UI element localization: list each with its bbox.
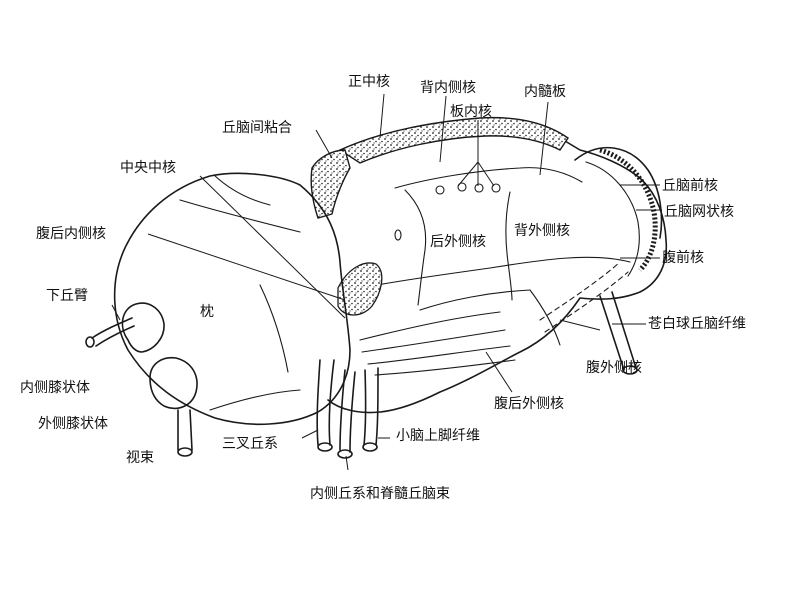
label-fuwaice: 腹外侧核 [586,359,642,376]
label-shishu: 视束 [126,450,154,466]
label-zhen: 枕 [200,304,214,320]
dashed-fiber-1 [539,261,621,321]
small-nucleus-oval [394,229,402,241]
central-stipple-blob [337,262,383,316]
anterior-nucleus [574,146,663,239]
tract-end-2 [337,449,353,459]
brachium-end [85,336,95,348]
pulvinar-outline [113,172,351,425]
fiber-tract-mid-2 [349,371,356,453]
intralaminar-circle-1 [435,185,445,195]
pulvinar-inner-line-1 [179,199,301,233]
interthalamic-adhesion [310,149,351,219]
pulvinar-inner-line-4 [213,174,271,206]
label-sanchaqiu: 三叉丘系 [222,436,278,452]
pulvinar-inner-line-3 [209,389,301,411]
lateral-geniculate-outline [149,356,198,410]
medial-geniculate-outline [121,302,165,353]
label-qiunaoqian: 丘脑前核 [662,177,718,194]
fiber-tract-mid-1 [339,369,346,451]
optic-tract [177,409,193,451]
radiating-fiber-2 [361,329,506,353]
optic-tract-end [177,447,193,457]
lateral-posterior-boundary [505,191,513,301]
inferior-brachium [91,317,135,347]
tract-end-1 [317,442,333,452]
label-cangbaiqiu: 苍白球丘脑纤维 [648,316,746,332]
reticular-nucleus [599,147,658,272]
pulvinar-inner-line-2 [259,284,289,373]
label-fuhouwai: 腹后外侧核 [494,395,564,412]
label-houwaice: 后外侧核 [430,234,486,250]
ventral-lateral-boundary [529,289,561,346]
midline-stipple [338,116,569,164]
ventral-posterior-boundary [419,289,531,311]
label-banneihe: 板内核 [450,104,492,120]
label-neicexi: 内侧膝状体 [20,380,90,396]
label-fuhouneice: 腹后内侧核 [36,225,106,242]
label-zhongyangzhong: 中央中核 [120,160,176,176]
radiating-fiber-3 [367,345,511,365]
label-qiunaowang: 丘脑网状核 [664,204,734,220]
intralaminar-circle-2 [457,182,467,192]
pallidothalamic-tube [599,291,637,371]
label-xiaqiubi: 下丘臂 [46,288,88,304]
label-qiunaojian: 丘脑间粘合 [222,120,292,136]
leader-lines [111,93,662,471]
fiber-tract-right-1 [363,369,367,446]
fiber-tract-left-2 [328,359,335,446]
label-zhengzhonghe: 正中核 [348,74,390,90]
label-xiaonaojiao: 小脑上脚纤维 [396,428,480,444]
dorsal-lateral-boundary [404,189,427,306]
internal-lamina-line [394,167,583,189]
tract-end-3 [362,442,378,452]
radiating-fiber-1 [359,311,501,341]
intralaminar-circle-4 [491,183,501,193]
fiber-tract-left-1 [316,359,321,446]
label-beiwaice: 背外侧核 [514,223,570,239]
pallidothalamic-end [622,365,638,375]
reticular-inner-line [585,161,640,277]
label-neisuiban: 内髓板 [524,84,566,100]
label-beineicehe: 背内侧核 [420,80,476,96]
intralaminar-circle-3 [474,183,484,193]
label-waicexi: 外侧膝状体 [38,416,108,432]
label-neiceqiu: 内侧丘系和脊髓丘脑束 [310,486,450,502]
ventral-boundary [349,256,631,291]
label-fuqian: 腹前核 [662,249,704,266]
fiber-tract-right-2 [375,367,379,446]
dashed-fiber-2 [544,271,629,333]
radiating-fiber-4 [374,359,516,376]
